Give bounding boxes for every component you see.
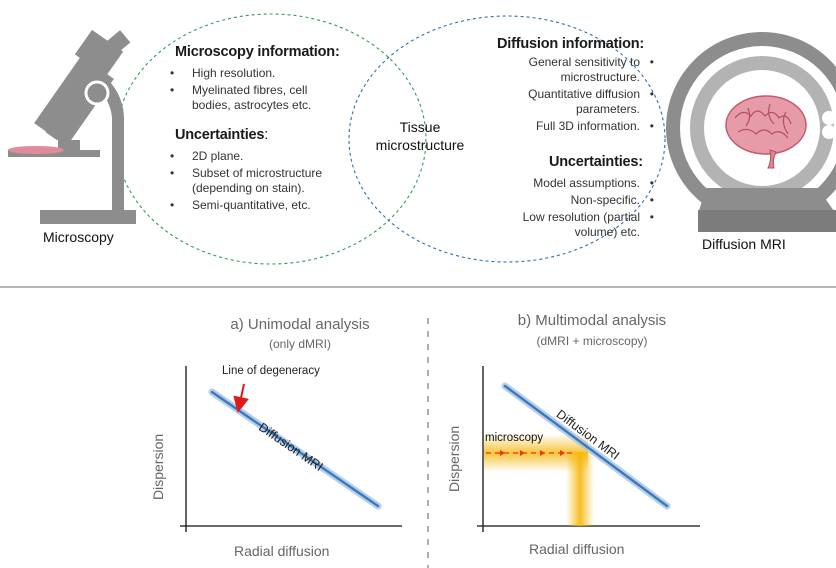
list-item-text: Full 3D information. (535, 119, 640, 133)
center-label-line: microstructure (375, 137, 465, 153)
list-item-text: Myelinated fibres, cell (192, 83, 308, 97)
diffusion-info-heading: Diffusion information: (497, 36, 645, 52)
list-item-text: Non-specific. (570, 193, 640, 207)
list-item: Model assumptions. (523, 176, 654, 191)
dmri-ellipse (348, 15, 666, 263)
list-item-text: microstructure. (560, 70, 640, 84)
list-item-text: bodies, astrocytes etc. (192, 98, 312, 112)
panel-b-subtitle: (dMRI + microscopy) (536, 334, 648, 348)
degeneracy-arrow (233, 383, 249, 413)
microscopy-info-heading: Microscopy information: (175, 44, 340, 60)
list-item: Non-specific. (523, 193, 655, 208)
list-item: Full 3D information. (528, 119, 654, 134)
heading-text: Uncertainties (175, 127, 265, 143)
microscopy-band-arrows (486, 450, 576, 456)
list-item-text: Semi-quantitative, etc. (192, 198, 311, 212)
panel-a-ylabel: Dispersion (150, 433, 166, 500)
microscopy-label: Microscopy (43, 229, 114, 245)
panel-a-subtitle: (only dMRI) (268, 337, 331, 351)
list-item-text: Quantitative diffusion (528, 87, 640, 101)
panel-b-dmri-line (503, 384, 669, 508)
diffusion-uncertainties-list: Model assumptions. Non-specific. Low res… (522, 176, 655, 242)
panel-a-axes (180, 366, 402, 532)
list-item: 2D plane. (168, 149, 322, 164)
list-item-text: 2D plane. (192, 149, 244, 163)
list-item-text: Model assumptions. (533, 176, 640, 190)
brain-icon (725, 95, 807, 169)
list-item-text: Low resolution (partial (522, 210, 640, 224)
list-item-text: volume) etc. (574, 225, 640, 239)
microscopy-band-vertical (566, 452, 594, 526)
microscopy-info-list: High resolution. Myelinated fibres, cell… (168, 66, 311, 115)
list-item-text: High resolution. (192, 66, 276, 80)
list-item: High resolution. (168, 66, 311, 81)
line-of-degeneracy-label: Line of degeneracy (222, 365, 320, 377)
panel-a-xlabel: Radial diffusion (234, 543, 330, 559)
list-item: Semi-quantitative, etc. (168, 198, 322, 213)
microscopy-band-label: microscopy (485, 432, 544, 444)
panel-b-title: b) Multimodal analysis (517, 312, 667, 329)
panel-b-xlabel: Radial diffusion (529, 541, 625, 557)
center-label-line: Tissue (399, 119, 441, 135)
dmri-label: Diffusion MRI (702, 236, 786, 252)
microscope-icon (8, 29, 136, 224)
heading-colon: : (264, 127, 269, 143)
list-item-text: (depending on stain). (192, 181, 305, 195)
list-item-text: Subset of microstructure (192, 166, 323, 180)
list-item: Subset of microstructure(depending on st… (168, 166, 322, 196)
tissue-microstructure-label: Tissue microstructure (362, 118, 478, 154)
microscopy-uncertainties-heading: Uncertainties: (175, 127, 268, 143)
microscopy-uncertainties-list: 2D plane. Subset of microstructure(depen… (168, 149, 322, 215)
list-item-text: General sensitivity to (528, 55, 640, 69)
panel-b-ylabel: Dispersion (446, 425, 462, 492)
list-item-text: parameters. (575, 102, 640, 116)
diffusion-uncertainties-heading: Uncertainties: (549, 154, 643, 170)
panel-a-title: a) Unimodal analysis (230, 316, 370, 333)
